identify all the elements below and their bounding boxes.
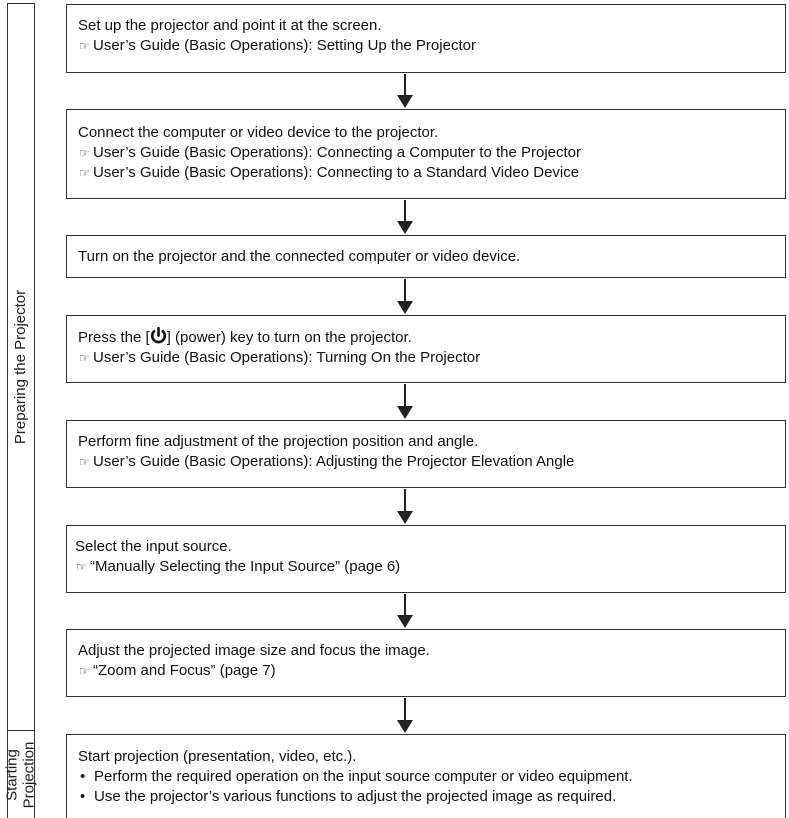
step-start-projection: Start projection (presentation, video, e… [66, 734, 786, 818]
main-text-before: Press the [ [78, 329, 150, 346]
arrow-down-icon [397, 95, 413, 108]
flow-arrow [397, 279, 413, 314]
step-reference: ☞User’s Guide (Basic Operations): Connec… [78, 143, 785, 163]
sidebar-label-starting: Starting Projection [3, 741, 38, 808]
step-bullet: • Perform the required operation on the i… [78, 767, 785, 787]
step-reference: ☞User’s Guide (Basic Operations): Turnin… [78, 348, 785, 368]
power-icon [150, 327, 166, 344]
flow-arrow [397, 489, 413, 524]
sidebar-label-starting-line1: Starting [3, 748, 21, 801]
bullet-marker: • [80, 768, 86, 785]
arrow-down-icon [397, 406, 413, 419]
pointing-hand-icon: ☞ [79, 146, 90, 160]
step-bullet: • Use the projector’s various functions t… [78, 787, 785, 807]
flow-arrow [397, 74, 413, 108]
pointing-hand-icon: ☞ [79, 166, 90, 180]
flow-arrow [397, 384, 413, 419]
bullet-marker: • [80, 788, 86, 805]
reference-text: User’s Guide (Basic Operations): Setting… [93, 37, 476, 54]
sidebar-label-preparing: Preparing the Projector [11, 289, 29, 445]
step-fine-adjust: Perform fine adjustment of the projectio… [66, 420, 786, 488]
pointing-hand-icon: ☞ [79, 664, 90, 678]
step-reference: ☞User’s Guide (Basic Operations): Settin… [78, 36, 785, 56]
sidebar-preparing: Preparing the Projector [7, 3, 35, 730]
bullet-text: Perform the required operation on the in… [94, 768, 633, 785]
step-setup: Set up the projector and point it at the… [66, 4, 786, 73]
step-main-text: Perform fine adjustment of the projectio… [78, 433, 479, 450]
reference-text: User’s Guide (Basic Operations): Turning… [93, 349, 481, 366]
step-reference: ☞“Manually Selecting the Input Source” (… [75, 557, 785, 577]
step-zoom-focus: Adjust the projected image size and focu… [66, 629, 786, 697]
sidebar-starting: Starting Projection [3, 730, 38, 818]
flow-arrow [397, 594, 413, 628]
arrow-down-icon [397, 720, 413, 733]
pointing-hand-icon: ☞ [79, 351, 90, 365]
step-main-text: Select the input source. [75, 538, 232, 555]
reference-text: “Manually Selecting the Input Source” (p… [90, 558, 401, 575]
step-reference: ☞User’s Guide (Basic Operations): Adjust… [78, 452, 785, 472]
step-main-text: Connect the computer or video device to … [78, 124, 439, 141]
bullet-text: Use the projector’s various functions to… [94, 788, 617, 805]
arrow-down-icon [397, 615, 413, 628]
flow-arrow [397, 200, 413, 234]
step-main-text: Set up the projector and point it at the… [78, 17, 382, 34]
pointing-hand-icon: ☞ [79, 39, 90, 53]
step-main-text: Turn on the projector and the connected … [78, 248, 521, 265]
pointing-hand-icon: ☞ [79, 455, 90, 469]
pointing-hand-icon: ☞ [76, 560, 87, 574]
flow-arrow [397, 698, 413, 733]
reference-text: User’s Guide (Basic Operations): Connect… [93, 144, 582, 161]
step-main-text: Adjust the projected image size and focu… [78, 642, 430, 659]
step-main-text: Start projection (presentation, video, e… [78, 748, 357, 765]
reference-text: User’s Guide (Basic Operations): Connect… [93, 164, 580, 181]
step-turn-on-devices: Turn on the projector and the connected … [66, 235, 786, 278]
step-select-input: Select the input source. ☞“Manually Sele… [66, 525, 786, 593]
reference-text: User’s Guide (Basic Operations): Adjusti… [93, 453, 575, 470]
sidebar-label-starting-line2: Projection [20, 741, 37, 808]
step-reference: ☞User’s Guide (Basic Operations): Connec… [78, 163, 785, 183]
reference-text: “Zoom and Focus” (page 7) [93, 662, 276, 679]
step-connect: Connect the computer or video device to … [66, 109, 786, 199]
main-text-after: ] (power) key to turn on the projector. [166, 329, 412, 346]
step-reference: ☞“Zoom and Focus” (page 7) [78, 661, 785, 681]
arrow-down-icon [397, 221, 413, 234]
arrow-down-icon [397, 301, 413, 314]
arrow-down-icon [397, 511, 413, 524]
step-main-text: Press the [ ] (power) key to turn on the … [78, 327, 785, 348]
step-power-on: Press the [ ] (power) key to turn on the … [66, 315, 786, 383]
